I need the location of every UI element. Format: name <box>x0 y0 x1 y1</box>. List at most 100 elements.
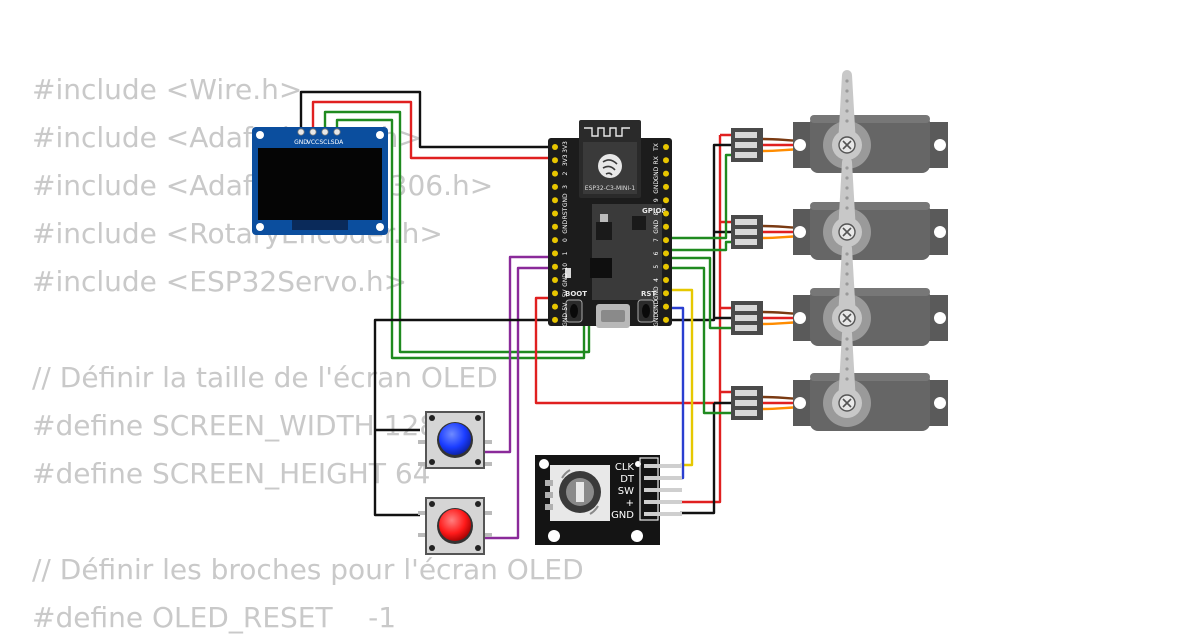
esp32-pin[interactable] <box>552 210 558 217</box>
esp32-pin-label: TX <box>653 143 660 152</box>
code-line: #define SCREEN_HEIGHT 64 <box>32 457 431 490</box>
esp32-pin-label: GND <box>653 180 660 194</box>
oled-pin-label: SDA <box>331 139 344 146</box>
code-line: #define SCREEN_WIDTH 128 <box>32 409 438 442</box>
encoder-pin[interactable] <box>644 512 682 516</box>
esp32-pin[interactable] <box>552 144 558 150</box>
esp32-pin-label: GND <box>562 273 569 287</box>
oled-pin[interactable] <box>321 128 329 136</box>
esp32-pin[interactable] <box>552 263 558 270</box>
encoder-pin-label: SW <box>618 486 634 497</box>
esp32-pin[interactable] <box>552 197 558 204</box>
wire-servo1-signal <box>668 153 736 240</box>
servo-horn[interactable] <box>838 328 856 403</box>
esp32-pin[interactable] <box>663 316 669 323</box>
esp32-pin-label: 5V <box>562 288 569 297</box>
esp32-pin[interactable] <box>552 290 558 297</box>
oled-pin[interactable] <box>297 128 305 136</box>
esp32-pin[interactable] <box>552 183 558 190</box>
encoder-pin-label: + <box>626 498 634 509</box>
esp32-pin[interactable] <box>663 290 669 297</box>
encoder-pin[interactable] <box>644 500 682 504</box>
servos <box>731 70 948 431</box>
esp32-pin[interactable] <box>663 303 669 310</box>
push-button-red[interactable] <box>418 497 492 555</box>
esp32-pin[interactable] <box>552 303 558 310</box>
esp32-pin[interactable] <box>663 183 669 190</box>
wire-servo2-signal <box>668 240 736 252</box>
esp32-pin-label: GND <box>562 313 569 327</box>
esp32-chip <box>590 258 612 278</box>
servo-motor <box>731 328 948 431</box>
esp32-pin-label: RST <box>562 207 569 219</box>
push-button-blue-cap[interactable] <box>439 423 471 455</box>
encoder-pin[interactable] <box>644 476 682 480</box>
code-line: #include <Wire.h> <box>32 73 303 106</box>
encoder-pin-label: CLK <box>615 462 635 473</box>
esp32-pin-label: GND <box>562 220 569 234</box>
servo-horn[interactable] <box>838 157 856 232</box>
wire-buttons-gnd <box>373 318 556 517</box>
servo-motor <box>731 70 948 173</box>
oled-pin[interactable] <box>333 128 341 136</box>
esp32-pin[interactable] <box>552 170 558 177</box>
code-background: #include <Wire.h>#include <Adafruit_GFX.… <box>32 66 584 642</box>
esp32-pin[interactable] <box>663 277 669 283</box>
esp32-pin-label: 8 <box>653 211 660 215</box>
esp32-pin-label: 2 <box>562 172 569 176</box>
oled-pin-label: VCC <box>307 139 319 146</box>
push-button-blue[interactable] <box>418 411 492 469</box>
oled-pin[interactable] <box>309 128 317 136</box>
esp32-pin-label: GND <box>653 299 660 313</box>
oled-pin-label: GND <box>294 139 308 146</box>
esp32-c3-board: ESP32-C3-MINI-1 GPIO8 BOOT RST 3V33V323G… <box>548 120 672 328</box>
esp32-pin-label: 3V3 <box>562 141 569 153</box>
servo-horn[interactable] <box>838 243 856 318</box>
esp32-pin[interactable] <box>552 237 558 244</box>
esp32-pin[interactable] <box>663 250 669 257</box>
esp32-pin[interactable] <box>663 197 669 204</box>
oled-screen <box>258 148 382 220</box>
esp32-pin[interactable] <box>663 263 669 270</box>
encoder-pin-label: DT <box>620 474 635 485</box>
esp32-pin[interactable] <box>663 210 669 217</box>
esp32-pin[interactable] <box>663 144 669 150</box>
gpio8-label: GPIO8 <box>642 207 666 215</box>
esp32-pin[interactable] <box>552 316 558 323</box>
esp32-pin-label: GND <box>653 220 660 234</box>
esp32-pin[interactable] <box>663 223 669 230</box>
servo-horn[interactable] <box>838 70 856 145</box>
rst-label: RST <box>641 290 656 298</box>
esp32-pin[interactable] <box>552 277 558 283</box>
wire-button-blue-signal <box>480 255 556 454</box>
esp32-pin[interactable] <box>552 157 558 164</box>
encoder-pin[interactable] <box>644 464 682 468</box>
wire-button-red-signal <box>480 266 556 540</box>
push-button-red-cap[interactable] <box>439 509 471 541</box>
esp32-module-label: ESP32-C3-MINI-1 <box>585 185 636 192</box>
esp32-pin-label: 3V3 <box>562 154 569 166</box>
esp32-pin-label: 6 <box>653 251 660 255</box>
esp32-pin-label: 1 <box>562 251 569 255</box>
esp32-pin-label: 4 <box>653 278 660 282</box>
wire-encoder-dt <box>668 306 685 480</box>
code-line: // Définir la taille de l'écran OLED <box>32 361 498 394</box>
wire-encoder-clk <box>668 288 694 467</box>
code-line: #include <ESP32Servo.h> <box>32 265 408 298</box>
esp32-pin[interactable] <box>663 157 669 164</box>
esp32-pin-label: 0 <box>562 238 569 242</box>
code-line: #include <RotaryEncoder.h> <box>32 217 443 250</box>
esp32-pin-label: GND <box>562 193 569 207</box>
code-line: #define OLED_RESET -1 <box>32 601 397 634</box>
servo-motor <box>731 243 948 346</box>
wire-servo3-signal <box>668 256 736 330</box>
esp32-pin[interactable] <box>663 237 669 244</box>
encoder-pin-label: GND <box>611 510 634 521</box>
esp32-pin[interactable] <box>552 223 558 230</box>
encoder-pin[interactable] <box>644 488 682 492</box>
esp32-pin[interactable] <box>552 250 558 257</box>
esp32-pin[interactable] <box>663 170 669 177</box>
esp32-pin-label: GND <box>653 166 660 180</box>
